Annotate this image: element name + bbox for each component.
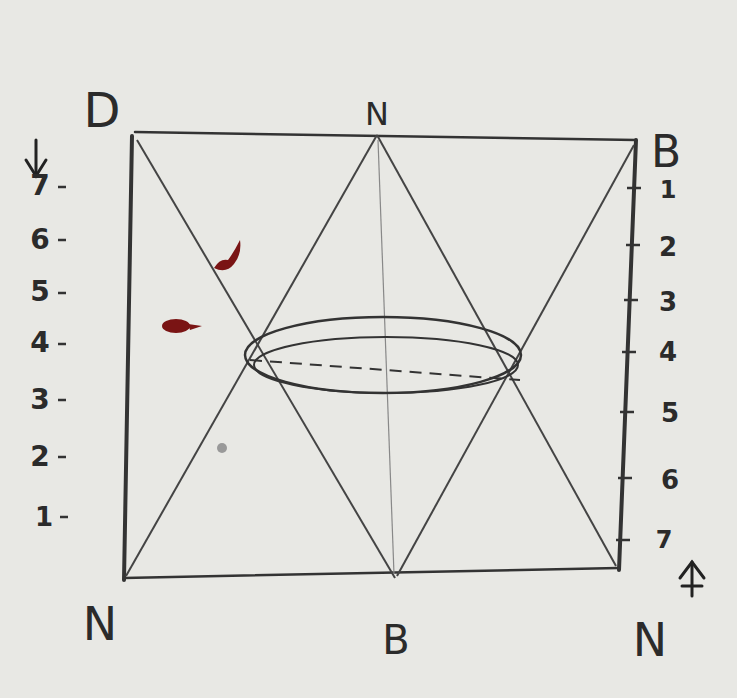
scale-number: 4 bbox=[659, 339, 677, 365]
corner-letter: N bbox=[83, 601, 117, 647]
scale-ticks bbox=[58, 187, 641, 540]
scale-number: 5 bbox=[30, 278, 49, 306]
scale-number: 7 bbox=[656, 528, 673, 552]
corner-letter: N bbox=[365, 98, 389, 130]
scale-number: 1 bbox=[660, 178, 677, 202]
scale-number: 3 bbox=[659, 289, 677, 315]
corner-letter: D bbox=[84, 86, 121, 134]
square-frame bbox=[124, 132, 636, 580]
scale-number: 6 bbox=[661, 467, 679, 493]
scale-number: 6 bbox=[30, 226, 49, 254]
direction-arrows bbox=[26, 140, 704, 596]
diagonal-lines bbox=[126, 135, 634, 578]
scale-number: 3 bbox=[30, 386, 49, 414]
scale-number: 2 bbox=[659, 234, 677, 260]
corner-letter: B bbox=[382, 620, 409, 660]
red-marks bbox=[162, 240, 240, 333]
scale-number: 1 bbox=[35, 504, 53, 530]
smudge bbox=[217, 443, 227, 453]
disc-ellipse bbox=[245, 317, 521, 393]
corner-letter: N bbox=[633, 617, 667, 663]
scale-number: 7 bbox=[30, 172, 49, 200]
scale-number: 5 bbox=[661, 400, 679, 426]
scale-number: 2 bbox=[30, 443, 49, 471]
corner-letter: B bbox=[651, 130, 681, 174]
scale-number: 4 bbox=[30, 329, 49, 357]
